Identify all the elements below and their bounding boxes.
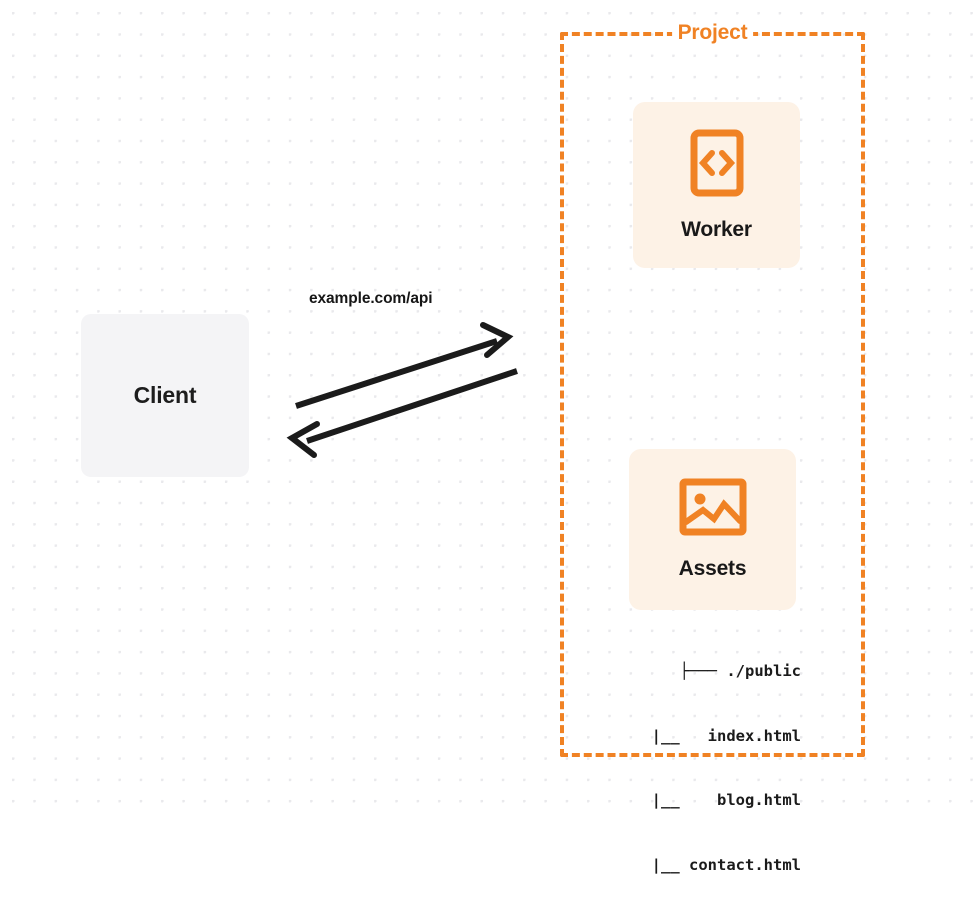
file-tree: ├─── ./public |__ index.html |__ blog.ht… [608,618,801,919]
node-client[interactable]: Client [81,314,249,477]
node-client-label: Client [133,382,197,408]
node-assets[interactable]: Assets [629,449,796,610]
arrow-response [286,368,518,458]
file-tree-row: |__ blog.html [623,791,801,809]
image-icon [679,478,747,541]
node-assets-label: Assets [678,557,747,580]
group-project-title: Project [671,21,754,45]
diagram-canvas: Client example.com/api Project Worker [0,0,980,874]
file-tree-row: |__ index.html [623,726,801,745]
node-worker-label: Worker [681,217,752,241]
arrow-request [295,322,514,409]
file-tree-row: |__ contact.html [623,855,801,874]
file-tree-row: ├─── ./public [679,662,801,680]
node-worker[interactable]: Worker [633,102,800,268]
edge-label-endpoint: example.com/api [309,290,433,307]
code-brackets-icon [690,129,744,202]
group-project: Project [560,21,865,757]
